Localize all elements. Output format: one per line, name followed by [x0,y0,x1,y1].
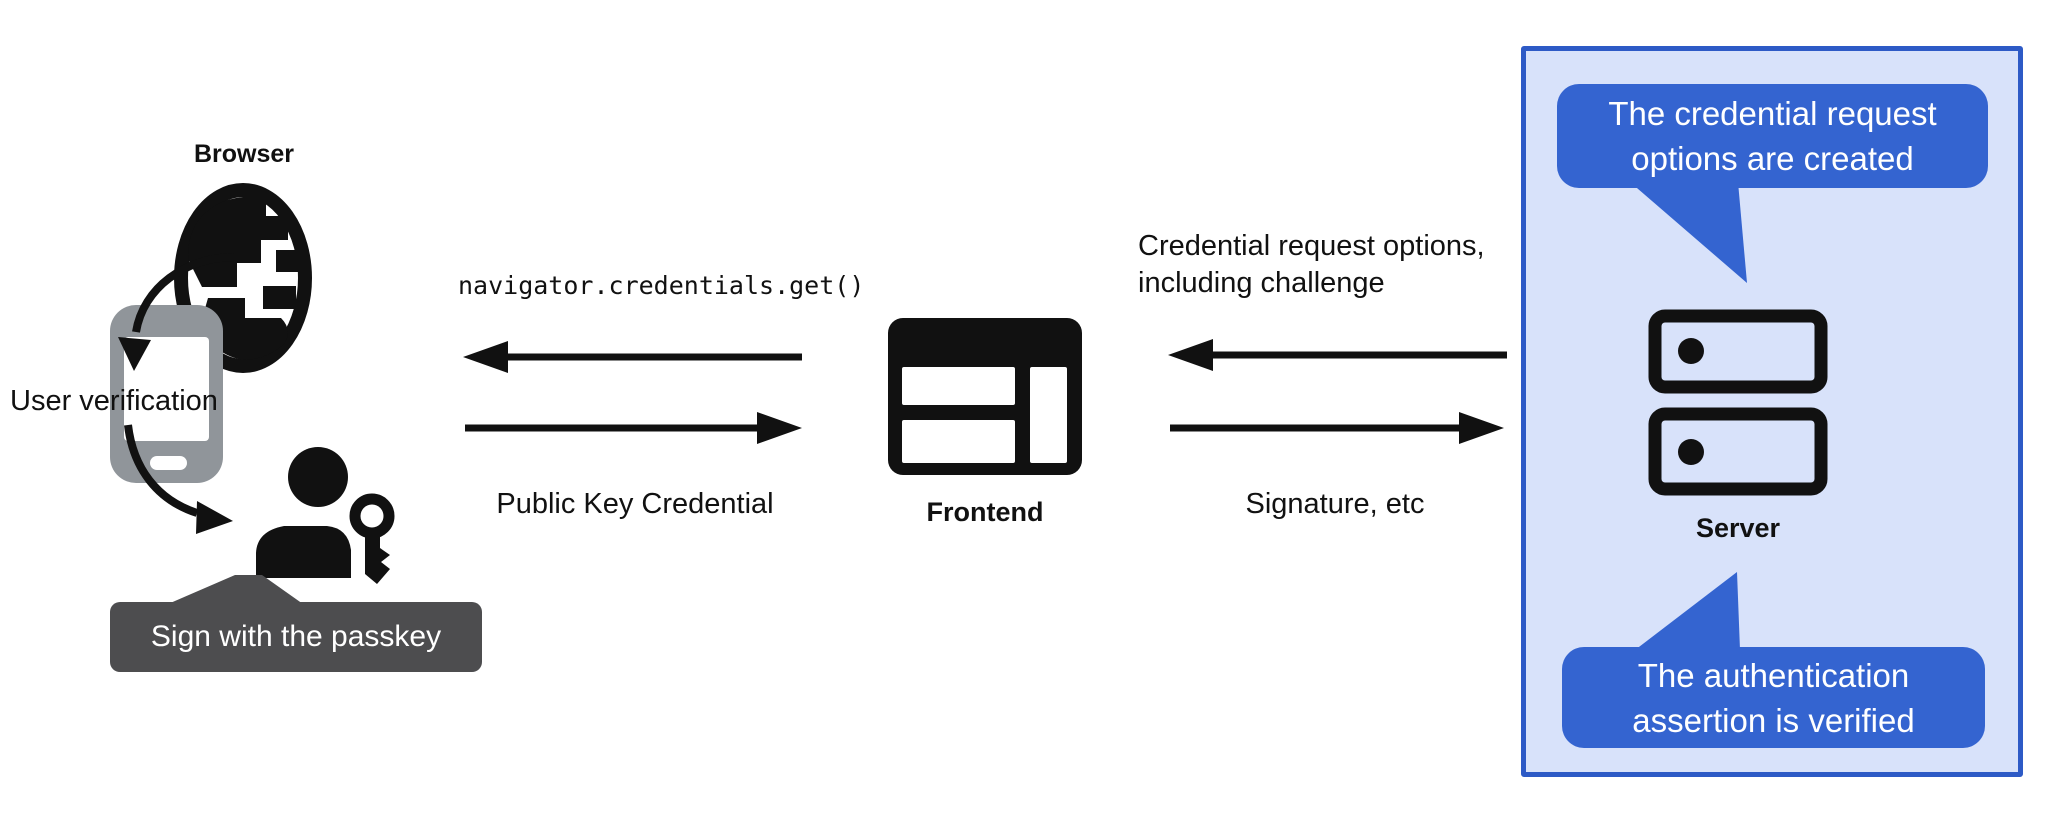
arrow-browser-to-frontend [465,412,802,444]
person-icon [256,447,351,578]
globe-icon [174,183,312,373]
user-verification-label: User verification [10,385,218,417]
assertion-verified-bubble: The authentication assertion is verified [1562,647,1985,748]
curved-arrow-browser-to-phone [118,253,236,371]
bubble-bottom-line-1: The authentication [1637,656,1910,694]
public-key-credential-label: Public Key Credential [496,488,774,520]
credential-request-line-1: Credential request options, [1138,230,1485,262]
server-label: Server [1695,513,1781,543]
bubble-top-line-2: options are created [1631,140,1914,177]
tooltip-pointer [168,575,303,604]
browser-window-icon [888,318,1082,475]
signature-label: Signature, etc [1245,488,1425,520]
tooltip-text: Sign with the passkey [150,620,442,653]
credential-request-options-label: Credential request options, including ch… [1138,228,1485,302]
sign-with-passkey-tooltip: Sign with the passkey [110,602,482,672]
arrow-server-to-frontend [1168,339,1507,371]
arrow-frontend-to-browser [463,341,802,373]
arrow-frontend-to-server [1170,412,1504,444]
browser-label: Browser [193,140,295,168]
credential-request-line-2: including challenge [1138,267,1385,299]
navigator-credentials-get-code: navigator.credentials.get() [458,271,865,300]
bubble-top-line-1: The credential request [1608,95,1937,132]
frontend-label: Frontend [926,497,1044,527]
key-icon [349,493,395,584]
bubble-bottom-line-2: assertion is verified [1632,701,1915,739]
credential-options-created-bubble: The credential request options are creat… [1557,84,1988,188]
curved-arrow-phone-to-user [124,424,233,534]
